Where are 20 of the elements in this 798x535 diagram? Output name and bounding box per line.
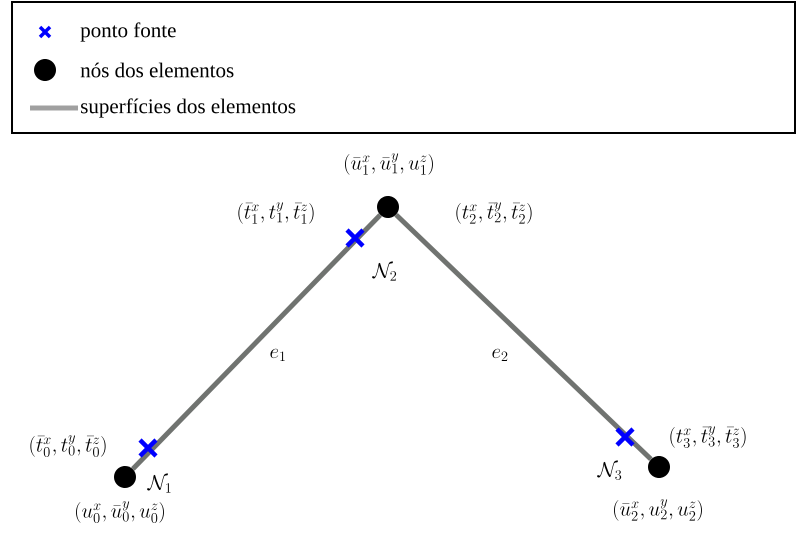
- element-line: [131, 213, 382, 471]
- legend-text: nós dos elementos: [80, 62, 234, 78]
- math-label: $(t_3^x, \bar{t}_3^y, \bar{t}_3^z)$: [670, 426, 746, 448]
- node-dot: [648, 456, 670, 478]
- element-line: [394, 212, 653, 462]
- legend-text: ponto fonte: [80, 22, 176, 42]
- math-label: $(\bar{t}_1^x, t_1^y, \bar{t}_1^z)$: [238, 202, 314, 224]
- math-label: $\mathcal{N}_3$: [597, 460, 622, 480]
- math-label: $(t_2^x, \bar{t}_2^y, \bar{t}_2^z)$: [456, 202, 532, 224]
- node-label: $(u_0^x, \bar{u}_0^y, u_0^z)$: [76, 501, 164, 523]
- node-dot: [377, 196, 399, 218]
- node-label: $(\bar{u}_1^x, \bar{u}_1^y, u_1^z)$: [345, 153, 433, 175]
- math-label: $\mathcal{N}_2$: [372, 261, 396, 281]
- edge-label: $e_2$: [492, 348, 508, 362]
- math-label: $(\bar{t}_0^x, t_0^y, \bar{t}_0^z)$: [30, 435, 106, 457]
- legend-text: superfícies dos elementos: [81, 98, 296, 118]
- math-label: $\mathcal{N}_1$: [147, 473, 171, 493]
- node-dot: [114, 466, 136, 488]
- edge-label: $e_1$: [270, 348, 285, 362]
- node-label: $(\bar{u}_2^x, u_2^y, u_2^z)$: [614, 499, 702, 521]
